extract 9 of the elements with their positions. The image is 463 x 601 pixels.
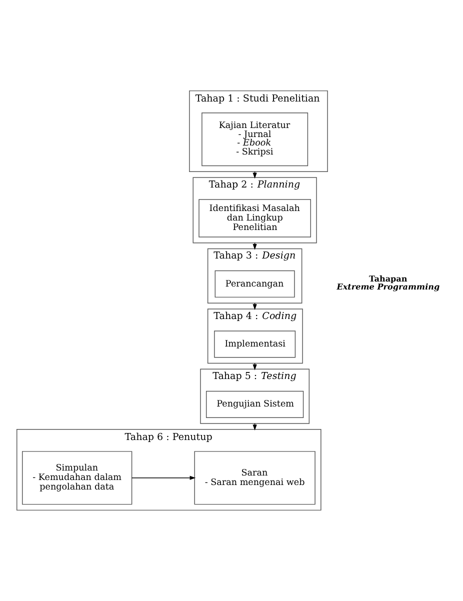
node-box: Perancangan	[214, 270, 295, 298]
node-box: Identifikasi Masalah dan Lingkup Penelitian	[198, 199, 311, 238]
node-box: Pengujian Sistem	[206, 390, 304, 418]
label: Tahapan	[369, 274, 408, 284]
arrow	[132, 476, 196, 480]
node-box: Saran - Saran mengenai web	[194, 451, 316, 505]
node-box: Implementasi	[214, 330, 296, 358]
node-box: Simpulan - Kemudahan dalam pengolahan data	[22, 451, 132, 505]
node-box: Kajian Literatur - Jurnal - Ebook - Skripsi	[202, 112, 308, 166]
